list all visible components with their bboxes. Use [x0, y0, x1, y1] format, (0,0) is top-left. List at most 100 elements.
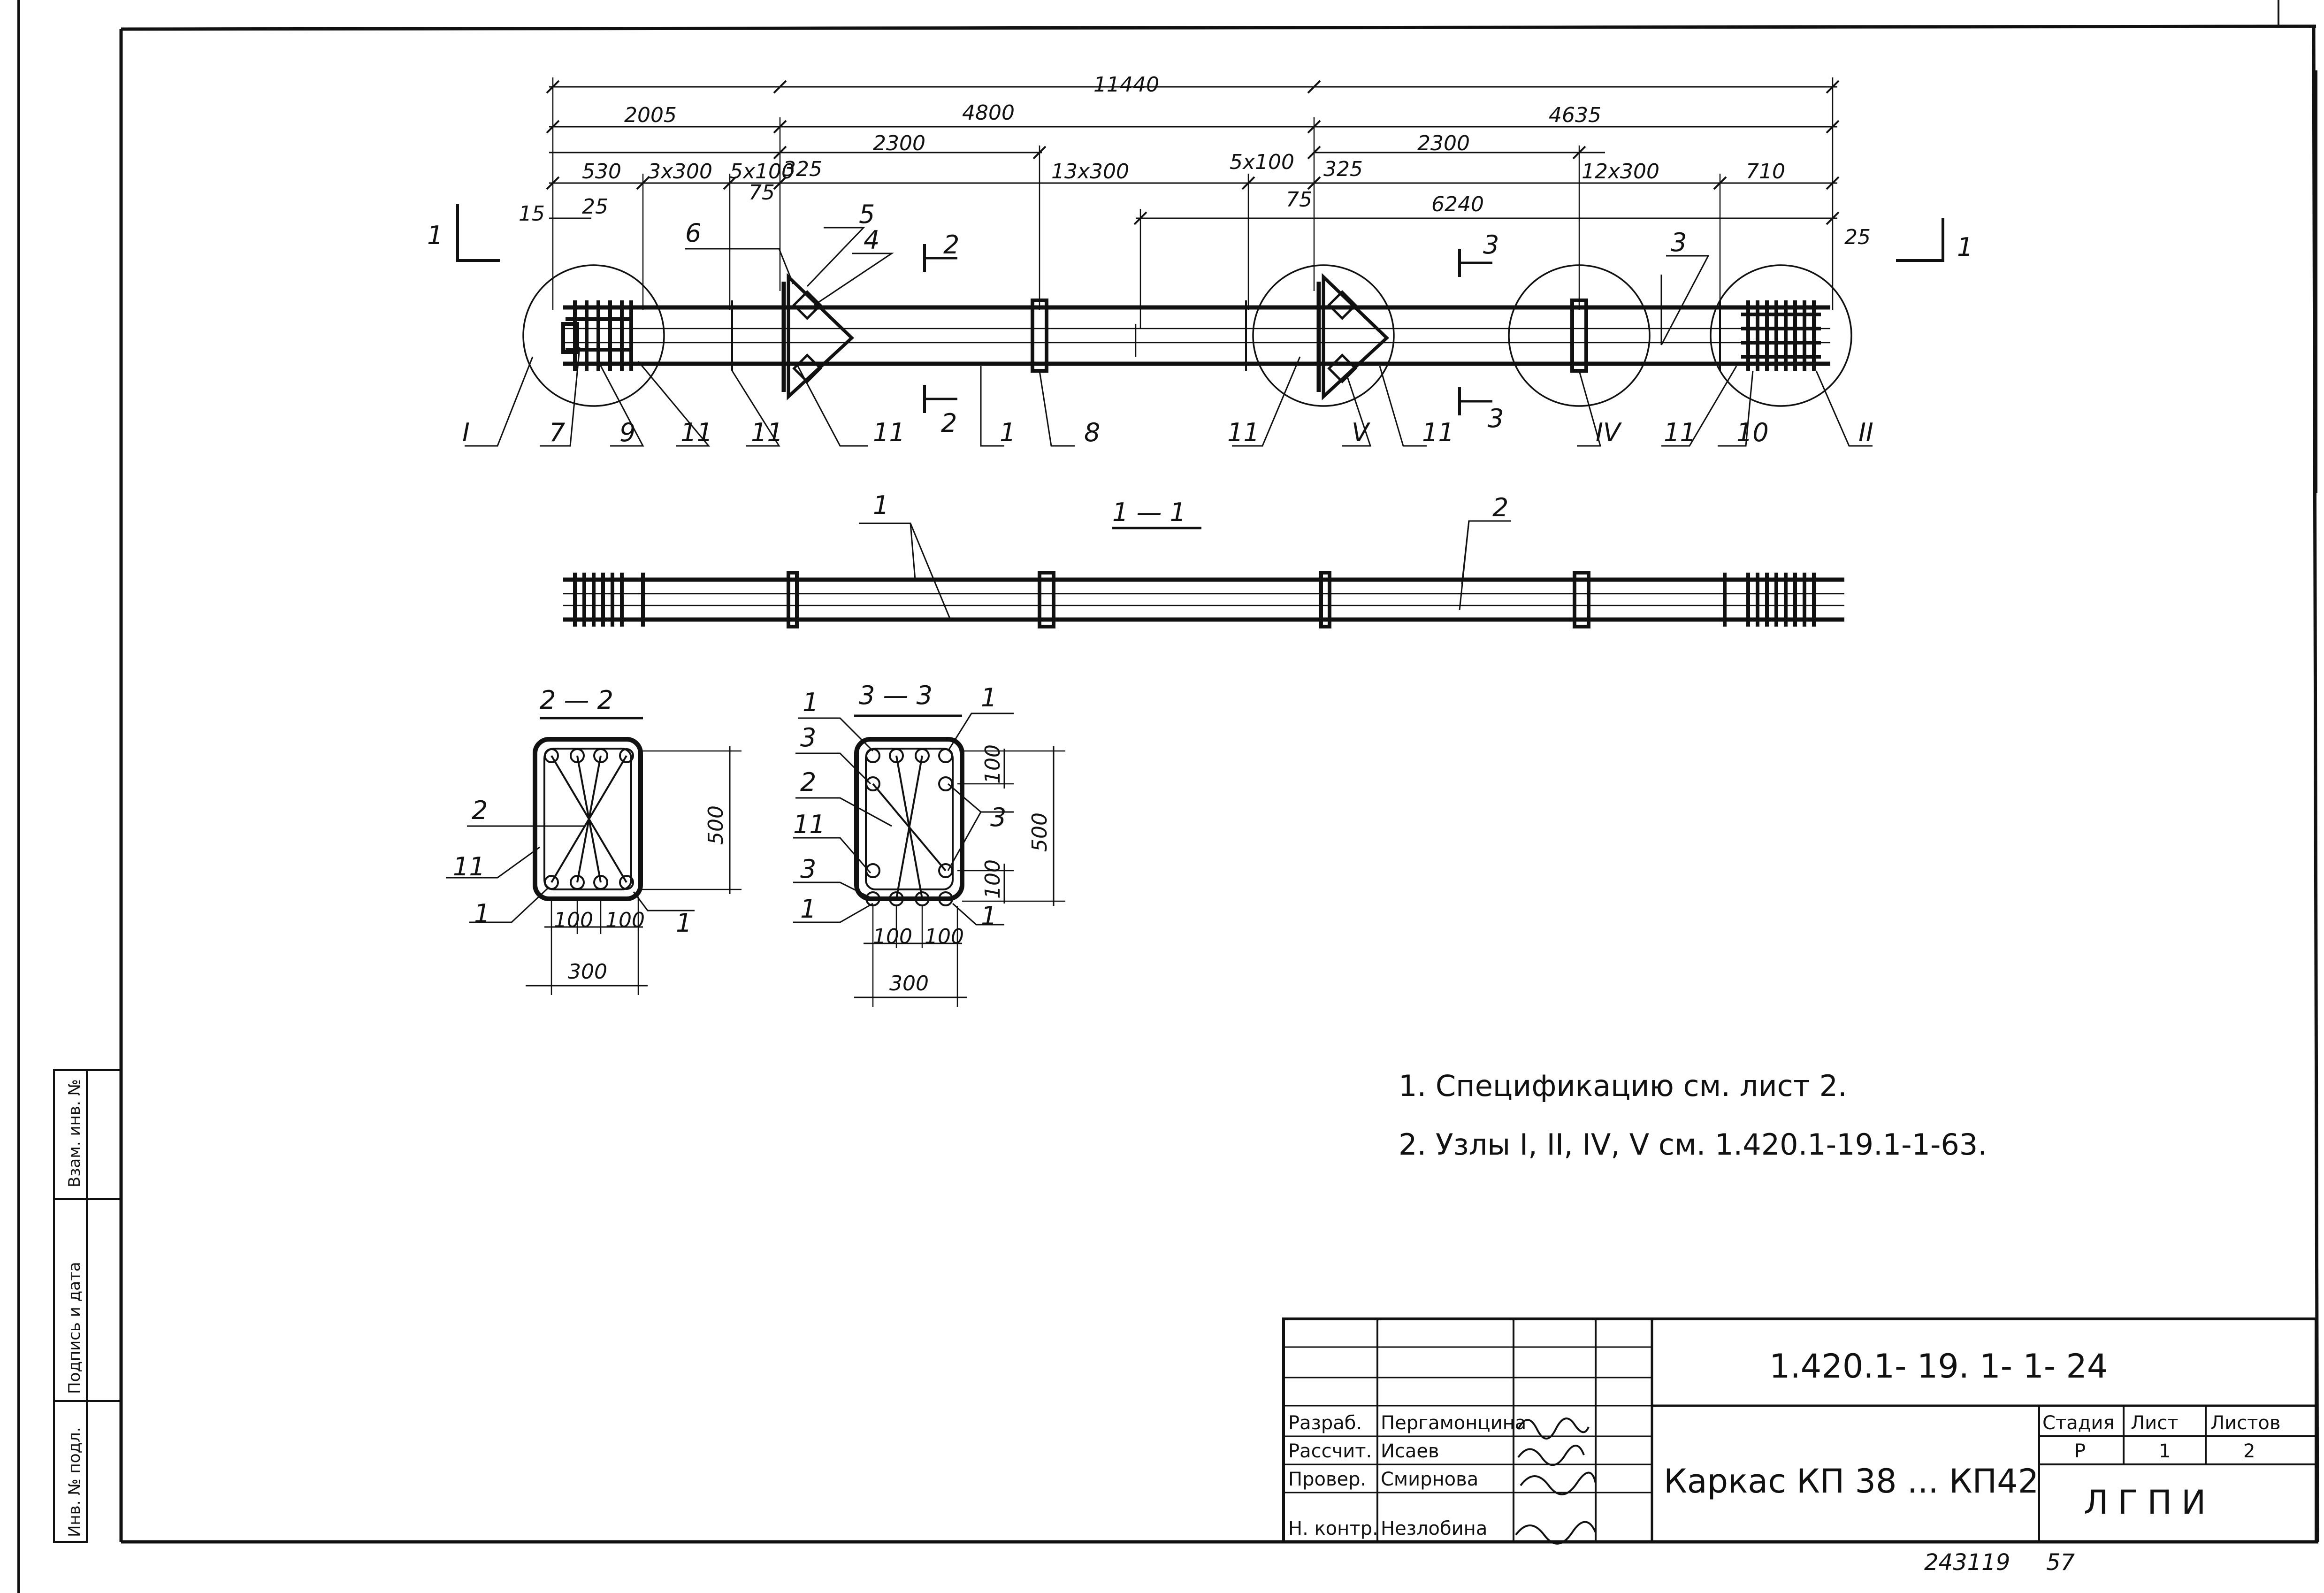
- dim-100-e: 100: [873, 925, 912, 949]
- dim-325-a: 325: [783, 157, 822, 181]
- section-3-3-title: 3 — 3: [859, 681, 933, 710]
- section-3-3: 3 — 3 500 100 100 300 100 100: [793, 681, 1065, 1007]
- pos-11-a: 11: [680, 418, 713, 447]
- dim-2005: 2005: [624, 103, 677, 127]
- pos-7: 7: [549, 418, 565, 447]
- pos-3: 3: [1671, 228, 1687, 257]
- pos-11-d: 11: [1227, 418, 1260, 447]
- dim-75-a: 75: [749, 181, 775, 205]
- pos-11-f: 11: [1664, 418, 1696, 447]
- pos-IV: IV: [1596, 418, 1622, 447]
- name-calculated: Исаев: [1381, 1440, 1439, 1462]
- note-1: 1. Спецификацию см. лист 2.: [1399, 1069, 1847, 1103]
- sheet-frame: [17, 0, 2319, 1593]
- pos-11-e: 11: [1422, 418, 1454, 447]
- pos-6: 6: [685, 218, 701, 248]
- sheets-value: 2: [2243, 1440, 2255, 1462]
- section-2-top: 2: [943, 230, 959, 260]
- dim-13x300: 13x300: [1051, 160, 1129, 184]
- pos-4: 4: [864, 225, 879, 255]
- sec22-pos-1-a: 1: [474, 899, 490, 928]
- pos-5: 5: [859, 199, 875, 229]
- sec33-pos-1-c: 1: [800, 894, 816, 924]
- pos-I: I: [462, 418, 470, 447]
- sec33-pos-3-b: 3: [800, 854, 816, 884]
- organization: ЛГПИ: [2084, 1483, 2215, 1522]
- role-norm-control: Н. контр.: [1288, 1518, 1378, 1539]
- side-stamp: Взам. инв. № Подпись и дата Инв. № подл.: [53, 1069, 121, 1543]
- dim-5x100-a: 5x100: [730, 160, 795, 184]
- dim-100-d: 100: [981, 859, 1005, 899]
- stage-header: Стадия: [2042, 1412, 2114, 1434]
- sec33-pos-3-c: 3: [990, 803, 1006, 832]
- archive-page: 57: [2046, 1549, 2075, 1576]
- dim-300-b: 300: [889, 972, 929, 996]
- sec22-pos-1-b: 1: [676, 908, 692, 938]
- section-2-2-title: 2 — 2: [540, 685, 613, 715]
- sec33-pos-1-a: 1: [803, 688, 818, 717]
- dim-325-b: 325: [1323, 157, 1363, 181]
- dim-12x300: 12x300: [1582, 160, 1659, 184]
- role-checked: Провер.: [1288, 1469, 1366, 1490]
- sec33-pos-1-b: 1: [981, 683, 997, 712]
- dim-15: 15: [519, 202, 545, 226]
- sec22-pos-2: 2: [472, 796, 488, 825]
- section-2-bottom: 2: [941, 408, 957, 438]
- sec11-pos-2: 2: [1492, 493, 1508, 522]
- name-checked: Смирнова: [1381, 1469, 1478, 1490]
- dim-25-b: 25: [1844, 225, 1871, 249]
- title-block: 1.420.1- 19. 1- 1- 24 Каркас КП 38 ... К…: [1282, 1317, 2317, 1545]
- notes: 1. Спецификацию см. лист 2. 2. Узлы I, I…: [1399, 1069, 1987, 1162]
- signatures: [1515, 1417, 1597, 1545]
- pos-1: 1: [1000, 418, 1016, 447]
- section-1-left: 1: [427, 221, 443, 250]
- note-2: 2. Узлы I, II, IV, V см. 1.420.1-19.1-1-…: [1399, 1127, 1987, 1162]
- dim-2300-a: 2300: [873, 131, 925, 155]
- sec33-pos-3-a: 3: [800, 723, 816, 752]
- dim-100-b: 100: [605, 908, 645, 932]
- stamp-label-2: Подпись и дата: [65, 1262, 84, 1394]
- dim-4800: 4800: [962, 101, 1015, 125]
- section-3-top: 3: [1483, 230, 1499, 260]
- document-title: Каркас КП 38 ... КП42: [1664, 1462, 2039, 1501]
- pos-10: 10: [1736, 418, 1769, 447]
- name-norm-control: Незлобина: [1381, 1518, 1487, 1539]
- role-calculated: Рассчит.: [1288, 1440, 1372, 1462]
- dim-100-c: 100: [981, 744, 1005, 784]
- section-1-right: 1: [1957, 232, 1973, 262]
- name-developer: Пергамонцина: [1381, 1412, 1526, 1434]
- dim-530: 530: [582, 160, 621, 184]
- stamp-label-1: Взам. инв. №: [65, 1079, 84, 1187]
- section-1-1: 1 — 1 1 2: [563, 490, 1844, 628]
- dim-100-a: 100: [554, 908, 593, 932]
- pos-II: II: [1858, 418, 1873, 447]
- dim-6240: 6240: [1431, 192, 1484, 216]
- dim-710: 710: [1746, 160, 1785, 184]
- sec33-pos-2: 2: [800, 767, 816, 797]
- pos-8: 8: [1084, 418, 1100, 447]
- role-developer: Разраб.: [1288, 1412, 1362, 1434]
- dim-5x100-b: 5x100: [1230, 150, 1294, 174]
- pos-11-b: 11: [751, 418, 783, 447]
- main-elevation: 11440 2005 4800 4635 2300 2300 530 3x300…: [427, 73, 1973, 447]
- sheets-header: Листов: [2210, 1412, 2280, 1434]
- dim-4635: 4635: [1549, 103, 1601, 127]
- dim-3x300: 3x300: [648, 160, 712, 184]
- dim-75-b: 75: [1286, 188, 1312, 212]
- pos-9: 9: [619, 418, 635, 447]
- sec22-pos-11: 11: [453, 852, 485, 881]
- dim-300-a: 300: [568, 960, 607, 984]
- sec11-pos-1: 1: [873, 490, 889, 520]
- pos-V: V: [1352, 418, 1371, 447]
- section-3-bottom: 3: [1488, 404, 1504, 433]
- section-1-1-title: 1 — 1: [1112, 498, 1186, 527]
- section-2-2: 2 — 2 500 300 100 100 2 11 1 1: [446, 685, 742, 995]
- stamp-label-3: Инв. № подл.: [65, 1427, 84, 1537]
- archive-number: 243119: [1924, 1549, 2010, 1576]
- dim-100-f: 100: [925, 925, 964, 949]
- pos-11-c: 11: [873, 418, 905, 447]
- dim-11440: 11440: [1093, 73, 1159, 97]
- sec33-pos-1-d: 1: [981, 901, 997, 931]
- dim-2300-b: 2300: [1417, 131, 1470, 155]
